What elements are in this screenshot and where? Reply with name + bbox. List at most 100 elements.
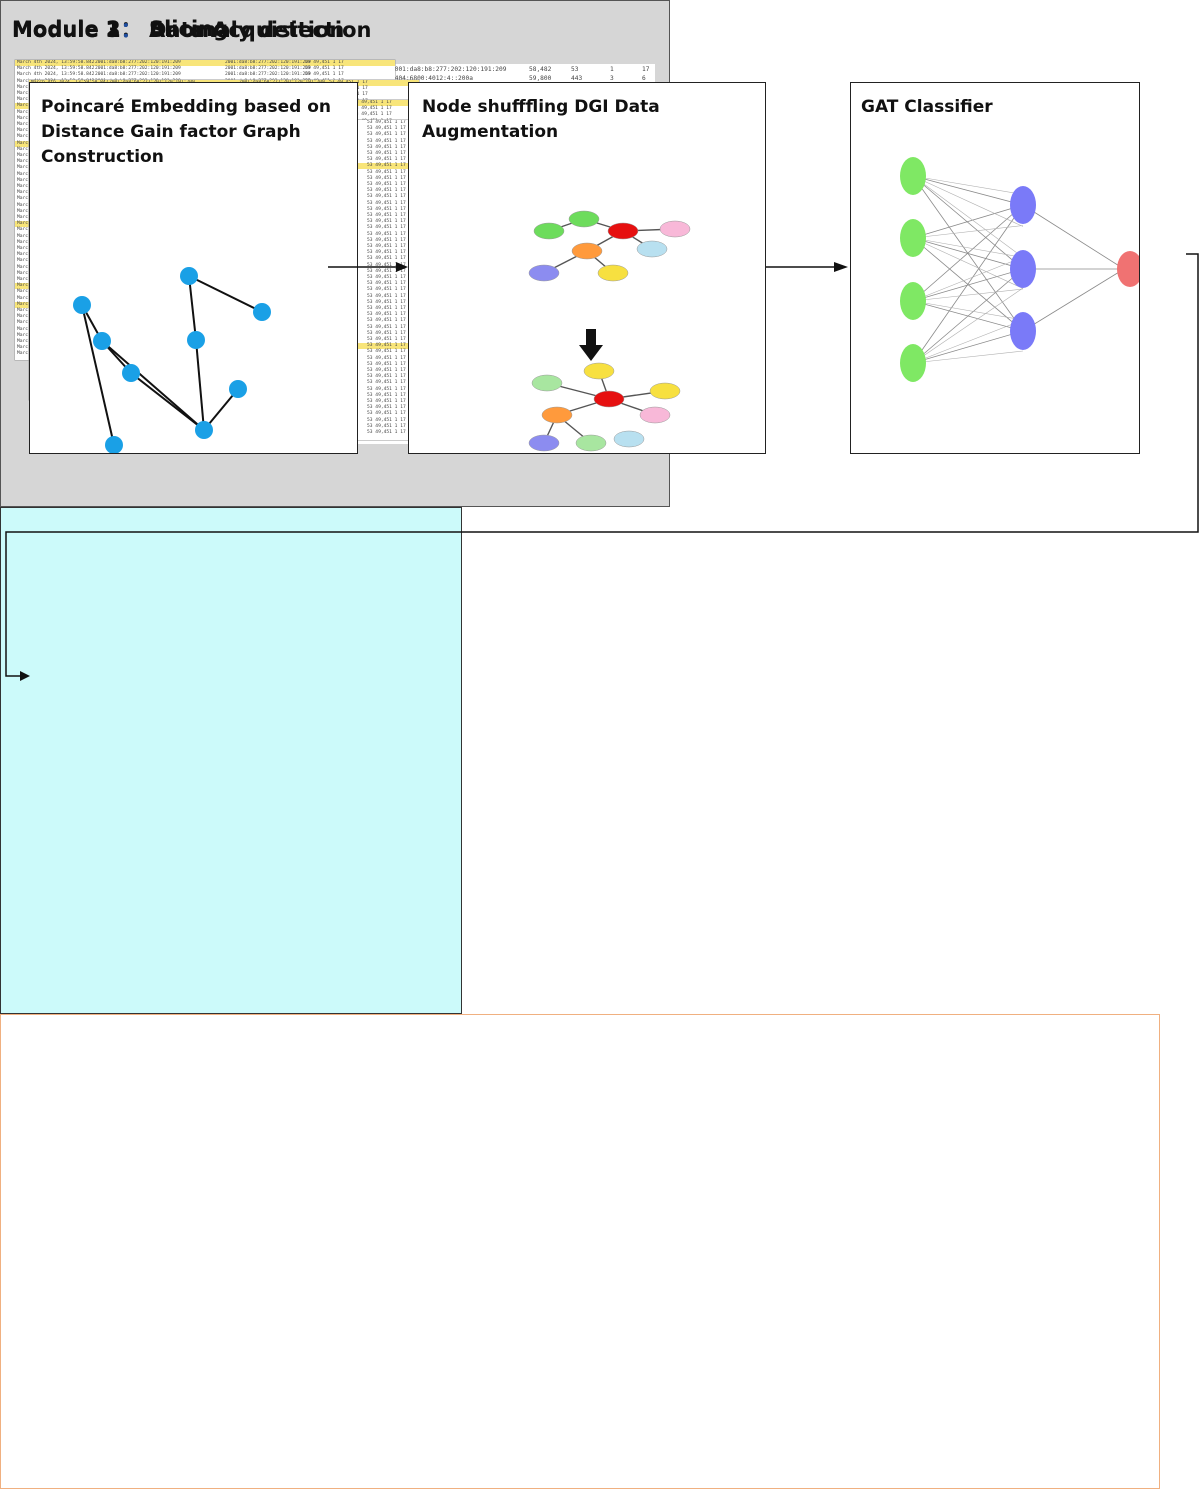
network-edge <box>912 319 1024 364</box>
gat-classifier-network <box>900 157 1139 382</box>
table-cell: 17 <box>642 66 650 73</box>
slice-cell: 53 49,451 1 17 <box>367 423 406 429</box>
augmentation-node <box>571 242 603 260</box>
slice-cell: 2001:da8:b8:277:202:120:191:209 <box>225 72 311 78</box>
input-node <box>900 344 926 382</box>
slice-cell: 53 49,451 1 17 <box>367 337 406 342</box>
graph-edge <box>81 304 115 446</box>
module2-to-module3-connector <box>5 253 1199 681</box>
slice-cell: 53 49,451 1 17 <box>367 287 406 293</box>
input-node <box>900 282 926 320</box>
slice-cell: 53 49,451 1 17 <box>367 194 406 200</box>
table-cell: 6 <box>642 74 646 82</box>
graph-edge <box>188 275 263 313</box>
augmentation-node <box>568 210 600 228</box>
slice-cell: 53 49,451 1 17 <box>367 120 406 125</box>
slice-cell: 53 49,451 1 17 <box>367 411 406 417</box>
input-node <box>900 219 926 257</box>
slice-cell: 53 49,451 1 17 <box>367 306 406 311</box>
graph-node <box>73 296 91 314</box>
slice-cell: 53 49,451 1 17 <box>367 349 406 355</box>
table-cell: 58,482 <box>529 66 552 73</box>
module-3-title-prefix: Module 3 <box>12 18 121 42</box>
network-edge <box>912 175 1024 227</box>
graph-edge <box>195 339 205 431</box>
slice-cell: 53 49,451 1 17 <box>367 386 406 392</box>
slice-cell: 53 49,451 1 17 <box>367 343 406 349</box>
slice-cell: 53 49,451 1 17 <box>353 112 392 118</box>
augmentation-node <box>528 264 560 282</box>
network-edge <box>912 268 1024 364</box>
network-edge <box>912 175 1024 258</box>
slice-cell: 2001:da8:b8:277:202:120:191:209 <box>95 66 181 72</box>
slice-cell: 53 49,451 1 17 <box>367 213 406 218</box>
network-edge <box>912 175 1024 270</box>
augmentation-node <box>531 374 563 392</box>
hidden-node <box>1010 250 1036 288</box>
slice-cell: 53 49,451 1 17 <box>367 231 406 237</box>
table-cell: 59,800 <box>529 74 552 82</box>
slice-cell: 53 49,451 1 17 <box>367 262 406 268</box>
network-edge <box>912 204 1024 302</box>
augmentation-node <box>597 264 629 282</box>
augmentation-node <box>613 430 645 448</box>
hidden-node <box>1010 186 1036 224</box>
slice-cell: 53 49,451 1 17 <box>367 368 406 373</box>
network-edge <box>912 287 1024 364</box>
slice-cell: 53 49,451 1 17 <box>367 374 406 380</box>
graph-node <box>93 332 111 350</box>
slice-cell: 53 49,451 1 17 <box>367 312 406 318</box>
graph-node <box>253 303 271 321</box>
slice-cell: 53 49,451 1 17 <box>367 138 406 144</box>
data-augmentation-title: Node shufffling DGI Data Augmentation <box>422 97 660 142</box>
table-cell: 2001:da8:b8:277:202:120:191:209 <box>391 66 507 73</box>
slice-cell: 53 49,451 1 17 <box>367 144 406 150</box>
augmentation-node <box>541 406 573 424</box>
graph-edge <box>101 340 205 431</box>
table-cell: 1 <box>610 66 614 73</box>
gat-classifier-panel: GAT Classifier <box>850 82 1140 454</box>
slice-cell: 53 49,451 1 17 <box>367 225 406 231</box>
graph-construction-panel: Poincaré Embedding based on Distance Gai… <box>29 82 358 454</box>
graph-node <box>122 364 140 382</box>
network-edge <box>912 237 1024 289</box>
gat-classifier-title: GAT Classifier <box>861 97 993 117</box>
slice-cell: 53 49,451 1 17 <box>367 275 406 280</box>
slice-cell: 53 49,451 1 17 <box>367 250 406 256</box>
slice-cell: 53 49,451 1 17 <box>367 256 406 262</box>
slice-cell: 53 49,451 1 17 <box>367 399 406 404</box>
augmentation-node <box>607 222 639 240</box>
slice-cell: 53 49,451 1 17 <box>367 188 406 194</box>
output-node <box>1117 251 1139 287</box>
module-3-title: Module 3： Anomaly detection <box>12 14 371 44</box>
module-3-panel: Module 3： Anomaly detection Poincaré Emb… <box>0 18 1160 1489</box>
slice-cell: 53 49,451 1 17 <box>367 175 406 181</box>
down-arrow-icon <box>579 329 603 361</box>
augmentation-node <box>639 406 671 424</box>
slice-cell: March 4th 2024, 13:59:58.842 <box>17 60 95 65</box>
slice-cell: 53 49,451 1 17 <box>367 324 406 330</box>
slice-cell: 53 49,451 1 17 <box>353 106 392 112</box>
network-edge <box>912 300 1024 321</box>
graph-node <box>187 331 205 349</box>
slice-cell: 53 49,451 1 17 <box>305 72 344 78</box>
slice-cell: 53 49,451 1 17 <box>367 163 406 169</box>
slice-cell: 53 49,451 1 17 <box>367 219 406 225</box>
slice-cell: 53 49,451 1 17 <box>367 361 406 367</box>
input-node <box>900 157 926 195</box>
augmentation-node <box>583 362 615 380</box>
module-1-title: Module 1： Data Acquisition <box>12 18 345 42</box>
graph-edge <box>130 372 205 431</box>
table-cell: 2404:6800:4012:4::200a <box>391 74 473 82</box>
slice-cell: 2001:da8:b8:277:202:120:191:209 <box>95 60 181 65</box>
panel2-to-panel3-arrow <box>766 262 848 272</box>
slice-cell: 53 49,451 1 17 <box>367 299 406 305</box>
graph-node <box>195 421 213 439</box>
slice-cell: 53 49,451 1 17 <box>367 200 406 206</box>
slice-cell: 53 49,451 1 17 <box>367 380 406 386</box>
module-3-title-text: Anomaly detection <box>141 18 372 42</box>
network-edge <box>912 204 1024 364</box>
